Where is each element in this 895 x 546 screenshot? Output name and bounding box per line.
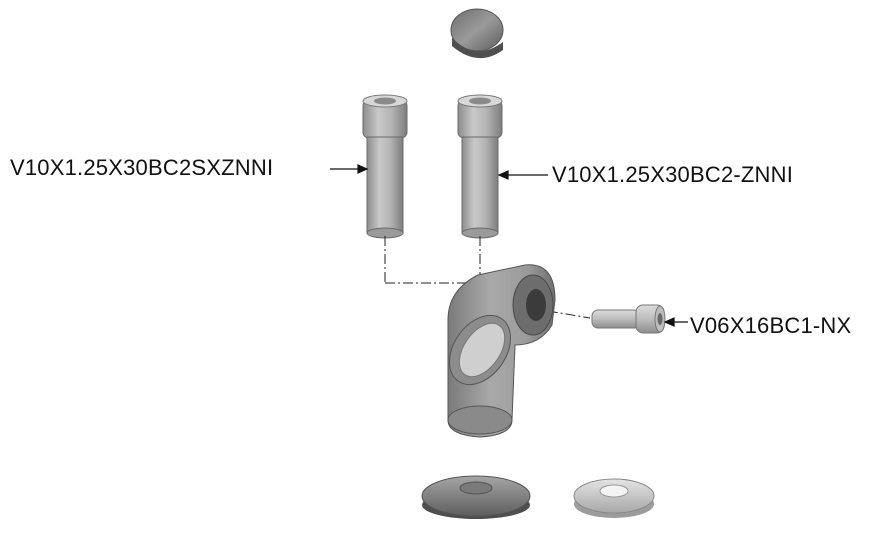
callout-bolt-left: V10X1.25X30BC2SXZNNI [10,155,274,180]
callout-bolt-small: V06X16BC1-NX [690,313,852,338]
bolt-left [362,94,408,239]
leader-lines [330,164,688,327]
top-cap [450,8,504,59]
callout-bolt-right: V10X1.25X30BC2-ZNNI [552,162,794,187]
clamp-body [447,264,556,438]
bolt-small [591,304,666,334]
washer-light [573,478,655,518]
bolt-right [457,94,503,239]
washer-dark [421,475,531,519]
